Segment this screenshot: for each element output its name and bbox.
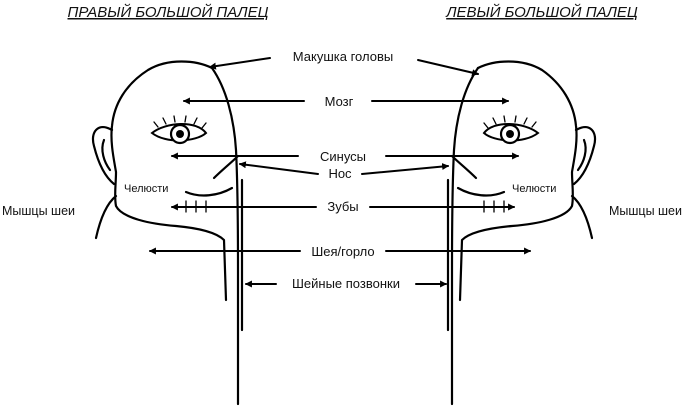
left-thumb-head-outline — [446, 60, 597, 406]
nose-label: Нос — [328, 166, 352, 181]
left-thumb-title: ЛЕВЫЙ БОЛЬШОЙ ПАЛЕЦ — [445, 3, 638, 21]
cervical-vertebrae-label: Шейные позвонки — [292, 276, 400, 291]
right-thumb-title: ПРАВЫЙ БОЛЬШОЙ ПАЛЕЦ — [68, 3, 269, 21]
right-thumb-neck-muscles-label: Мышцы шеи — [2, 204, 75, 218]
right-thumb-head-outline — [91, 60, 244, 406]
nose-arrow-left — [238, 161, 319, 175]
left-thumb-neck-muscles-label: Мышцы шеи — [609, 204, 682, 218]
crown-arrow-left — [208, 57, 271, 70]
left-thumb-jaws-label: Челюсти — [512, 183, 556, 195]
neck-throat-label: Шея/горло — [311, 244, 374, 259]
left-thumb-eye — [482, 115, 540, 145]
crown-label: Макушка головы — [293, 49, 393, 64]
nose-arrow-right — [361, 163, 450, 175]
right-thumb-eye — [150, 115, 208, 145]
sinuses-label: Синусы — [320, 149, 366, 164]
right-thumb-teeth-marks — [185, 200, 207, 213]
crown-arrow-right — [417, 59, 480, 77]
left-thumb-teeth-marks — [483, 200, 505, 213]
brain-label: Мозг — [325, 94, 354, 109]
teeth-label: Зубы — [327, 199, 358, 214]
right-thumb-jaws-label: Челюсти — [124, 183, 168, 195]
